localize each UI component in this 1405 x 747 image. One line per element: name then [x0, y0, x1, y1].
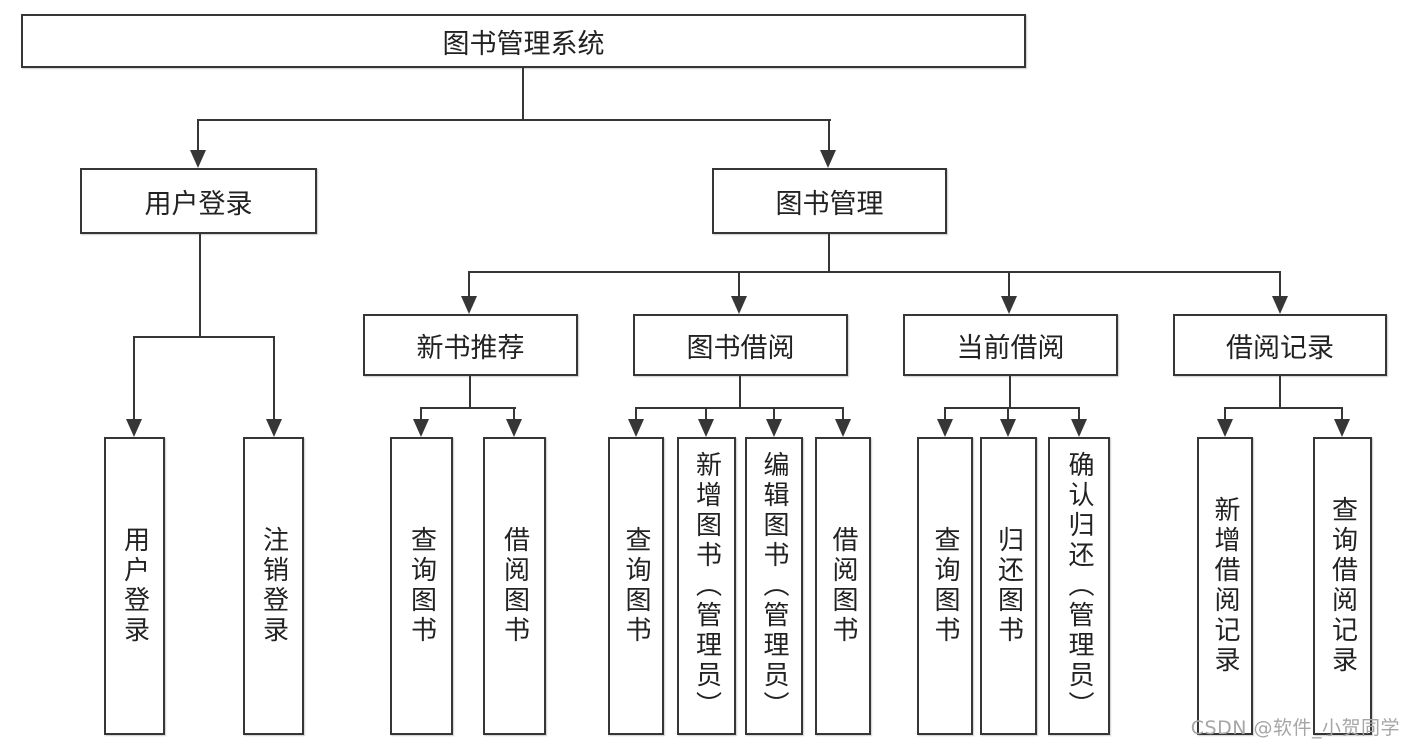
node-book-borrowing-label: 图书借阅 [686, 332, 795, 364]
connector-bookmgmt-drop-newbooks [468, 273, 470, 297]
connector-currentborrow-drop-2 [1007, 409, 1009, 419]
leaf-user-login-label: 用户登录 [119, 526, 150, 646]
node-user-login-label: 用户登录 [144, 188, 253, 220]
arrowhead-bb-add-books [698, 419, 714, 437]
connector-records-drop-2 [1341, 409, 1343, 419]
arrowhead-cb-query-books [937, 419, 953, 437]
leaf-nb-borrow-books: 借阅图书 [483, 437, 546, 735]
leaf-bb-borrow-books: 借阅图书 [815, 437, 871, 735]
arrowhead-cb-return-books [1000, 419, 1016, 437]
connector-currentborrow-drop-3 [1078, 409, 1080, 419]
arrowhead-current-borrowing [1001, 296, 1017, 314]
connector-records-drop-1 [1224, 409, 1226, 419]
connector-currentborrow-drop-1 [944, 409, 946, 419]
leaf-cb-query-books-label: 查询图书 [930, 526, 960, 646]
node-borrowing-records: 借阅记录 [1173, 314, 1387, 376]
arrowhead-user-login [190, 150, 206, 168]
leaf-cb-return-books: 归还图书 [980, 437, 1037, 735]
leaf-br-add-record: 新增借阅记录 [1197, 437, 1253, 735]
arrowhead-cb-confirm-return [1071, 419, 1087, 437]
leaf-logout-label: 注销登录 [258, 526, 289, 646]
leaf-cb-confirm-return-label: 确认归还（管理员） [1064, 451, 1094, 721]
connector-userlogin-drop-2 [273, 338, 275, 419]
leaf-bb-add-books-label: 新增图书（管理员） [691, 451, 722, 721]
leaf-bb-edit-books: 编辑图书（管理员） [745, 437, 803, 735]
arrowhead-leaf-logout [266, 419, 282, 437]
connector-root-drop-book-management [828, 121, 830, 150]
arrowhead-book-management [820, 150, 836, 168]
arrowhead-br-query-record [1334, 419, 1350, 437]
node-current-borrowing-label: 当前借阅 [956, 332, 1065, 364]
leaf-bb-query-books: 查询图书 [608, 437, 664, 735]
connector-root-stem [522, 66, 524, 121]
connector-bookborrow-drop-4 [842, 409, 844, 419]
connector-bookborrow-drop-1 [635, 409, 637, 419]
node-book-borrowing: 图书借阅 [633, 314, 848, 376]
connector-bookborrow-drop-3 [773, 409, 775, 419]
connector-bookborrow-hbar [635, 407, 844, 409]
node-root-label: 图书管理系统 [442, 28, 605, 60]
connector-root-hbar [197, 119, 831, 121]
connector-currentborrow-hbar [944, 407, 1080, 409]
leaf-bb-add-books: 新增图书（管理员） [677, 437, 736, 735]
node-book-management: 图书管理 [712, 168, 947, 234]
connector-userlogin-hbar [133, 336, 275, 338]
connector-bookmgmt-hbar [468, 271, 1281, 273]
connector-bookmgmt-drop-records [1279, 273, 1281, 297]
arrowhead-nb-query-books [413, 419, 429, 437]
connector-bookmgmt-stem [828, 234, 830, 273]
arrowhead-bb-edit-books [766, 419, 782, 437]
node-book-management-label: 图书管理 [775, 188, 884, 220]
leaf-bb-query-books-label: 查询图书 [621, 526, 651, 646]
arrowhead-new-books [461, 296, 477, 314]
connector-newbooks-drop-1 [420, 409, 422, 419]
leaf-nb-query-books-label: 查询图书 [406, 526, 437, 646]
leaf-br-query-record-label: 查询借阅记录 [1327, 496, 1358, 676]
connector-userlogin-stem [199, 234, 201, 338]
connector-userlogin-drop-1 [133, 338, 135, 419]
csdn-watermark: CSDN @软件_小贺同学 [1190, 717, 1400, 739]
connector-newbooks-hbar [420, 407, 516, 409]
leaf-br-add-record-label: 新增借阅记录 [1210, 496, 1240, 676]
node-user-login: 用户登录 [80, 168, 317, 234]
node-new-books: 新书推荐 [363, 314, 578, 376]
leaf-user-login: 用户登录 [104, 437, 165, 735]
leaf-br-query-record: 查询借阅记录 [1313, 437, 1372, 735]
connector-bookmgmt-drop-currentborrow [1008, 273, 1010, 297]
leaf-cb-query-books: 查询图书 [917, 437, 973, 735]
leaf-logout: 注销登录 [243, 437, 304, 735]
connector-currentborrow-stem [1009, 376, 1011, 409]
leaf-cb-return-books-label: 归还图书 [993, 526, 1024, 646]
leaf-nb-query-books: 查询图书 [390, 437, 453, 735]
leaf-bb-borrow-books-label: 借阅图书 [828, 526, 858, 646]
connector-bookborrow-stem [739, 376, 741, 409]
connector-records-stem [1279, 376, 1281, 409]
connector-bookborrow-drop-2 [705, 409, 707, 419]
leaf-cb-confirm-return: 确认归还（管理员） [1048, 437, 1110, 735]
arrowhead-bb-borrow-books [835, 419, 851, 437]
connector-records-hbar [1224, 407, 1343, 409]
node-borrowing-records-label: 借阅记录 [1226, 332, 1334, 364]
arrowhead-leaf-user-login [126, 419, 142, 437]
arrowhead-borrowing-records [1272, 296, 1288, 314]
leaf-bb-edit-books-label: 编辑图书（管理员） [759, 451, 789, 721]
arrowhead-book-borrowing [731, 296, 747, 314]
connector-newbooks-drop-2 [513, 409, 515, 419]
node-new-books-label: 新书推荐 [416, 332, 525, 364]
arrowhead-nb-borrow-books [506, 419, 522, 437]
leaf-nb-borrow-books-label: 借阅图书 [499, 526, 530, 646]
connector-bookmgmt-drop-bookborrow [738, 273, 740, 297]
node-current-borrowing: 当前借阅 [903, 314, 1118, 376]
arrowhead-bb-query-books [628, 419, 644, 437]
node-root: 图书管理系统 [21, 14, 1026, 68]
connector-root-drop-user-login [197, 121, 199, 150]
connector-newbooks-stem [469, 376, 471, 409]
arrowhead-br-add-record [1217, 419, 1233, 437]
